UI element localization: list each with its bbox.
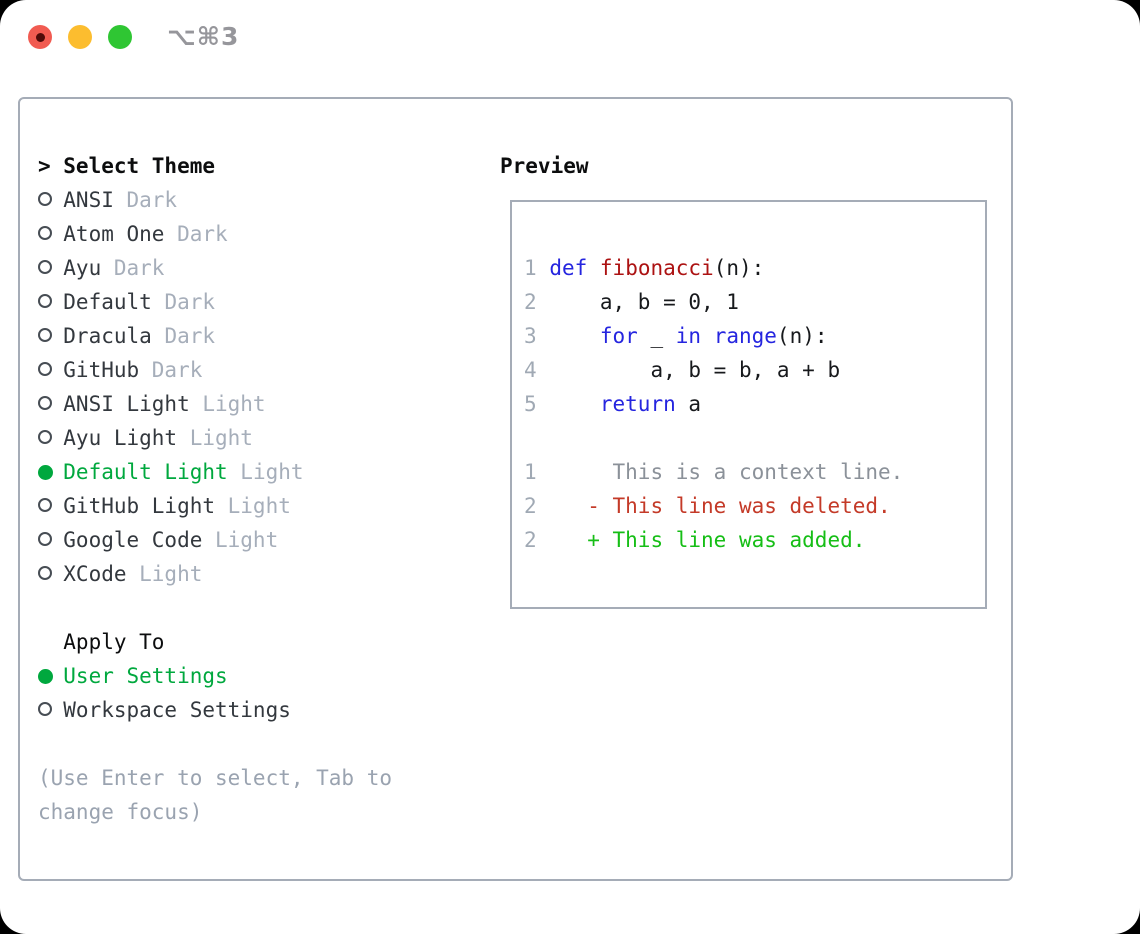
radio-ring xyxy=(38,498,52,512)
radio-icon xyxy=(38,251,63,285)
radio-icon xyxy=(38,387,63,421)
radio-icon xyxy=(38,693,63,727)
code-line: 5 return a xyxy=(524,392,702,416)
prompt-icon: > xyxy=(38,154,51,178)
option-tag: Dark xyxy=(151,324,216,348)
option-tag: Dark xyxy=(151,290,216,314)
option-label: User Settings xyxy=(63,664,228,688)
radio-ring xyxy=(38,260,52,274)
section-gap xyxy=(38,727,478,761)
theme-option-github-light[interactable]: GitHub Light Light xyxy=(38,489,478,523)
option-tag: Light xyxy=(215,494,291,518)
option-tag: Dark xyxy=(164,222,228,246)
apply-to-heading: Apply To xyxy=(38,625,478,659)
radio-ring xyxy=(38,702,52,716)
option-tag: Light xyxy=(177,426,253,450)
theme-option-dracula[interactable]: Dracula Dark xyxy=(38,319,478,353)
preview-heading: Preview xyxy=(500,154,589,178)
option-label: Ayu Light xyxy=(63,426,178,450)
radio-selected-dot xyxy=(38,669,53,684)
radio-icon xyxy=(38,489,63,523)
radio-icon xyxy=(38,285,63,319)
option-label: Dracula xyxy=(63,324,152,348)
radio-ring xyxy=(38,532,52,546)
close-button[interactable] xyxy=(28,25,52,49)
titlebar-traffic-lights xyxy=(28,25,132,49)
radio-icon xyxy=(38,557,63,591)
theme-option-google-code[interactable]: Google Code Light xyxy=(38,523,478,557)
apply-option-user-settings[interactable]: User Settings xyxy=(38,659,478,693)
minimize-button[interactable] xyxy=(68,25,92,49)
keyboard-hint: (Use Enter to select, Tab to change focu… xyxy=(38,766,393,824)
radio-ring xyxy=(38,192,52,206)
radio-icon xyxy=(38,217,63,251)
option-label: ANSI Light xyxy=(63,392,190,416)
radio-ring xyxy=(38,294,52,308)
radio-icon xyxy=(38,353,63,387)
radio-selected-icon xyxy=(38,659,63,693)
theme-option-ansi[interactable]: ANSI Dark xyxy=(38,183,478,217)
radio-ring xyxy=(38,226,52,240)
option-label: Ayu xyxy=(63,256,102,280)
code-line xyxy=(524,421,903,455)
option-tag: Light xyxy=(202,528,279,552)
theme-option-ayu-light[interactable]: Ayu Light Light xyxy=(38,421,478,455)
code-line: 1 def fibonacci(n): xyxy=(524,256,765,280)
code-line: 4 a, b = b, a + b xyxy=(524,358,841,382)
radio-ring xyxy=(38,566,52,580)
close-record-dot-icon xyxy=(35,32,45,42)
theme-option-ayu[interactable]: Ayu Dark xyxy=(38,251,478,285)
option-label: ANSI xyxy=(63,188,114,212)
window-title: ⌥⌘3 xyxy=(167,22,240,51)
apply-to-label: Apply To xyxy=(63,630,165,654)
option-tag: Light xyxy=(189,392,266,416)
code-line: 2 a, b = 0, 1 xyxy=(524,290,739,314)
theme-option-default-light[interactable]: Default Light Light xyxy=(38,455,478,489)
theme-option-github[interactable]: GitHub Dark xyxy=(38,353,478,387)
code-line: 3 for _ in range(n): xyxy=(524,324,828,348)
radio-ring xyxy=(38,430,52,444)
radio-selected-dot xyxy=(38,465,53,480)
select-theme-label: Select Theme xyxy=(63,154,215,178)
radio-icon xyxy=(38,523,63,557)
radio-ring xyxy=(38,362,52,376)
option-label: Default Light xyxy=(63,460,228,484)
theme-option-atom-one[interactable]: Atom One Dark xyxy=(38,217,478,251)
option-label: Default xyxy=(63,290,152,314)
option-label: Google Code xyxy=(63,528,203,552)
option-tag: Light xyxy=(126,562,203,586)
option-label: XCode xyxy=(63,562,127,586)
option-tag: Dark xyxy=(101,256,165,280)
option-label: GitHub xyxy=(63,358,140,382)
code-line: 2 + This line was added. xyxy=(524,528,866,552)
option-tag: Dark xyxy=(139,358,203,382)
radio-icon xyxy=(38,319,63,353)
option-label: Workspace Settings xyxy=(63,698,291,722)
option-label: Atom One xyxy=(63,222,165,246)
apply-option-workspace-settings[interactable]: Workspace Settings xyxy=(38,693,478,727)
theme-option-default[interactable]: Default Dark xyxy=(38,285,478,319)
code-line: 1 This is a context line. xyxy=(524,460,904,484)
preview-pane xyxy=(510,200,987,609)
radio-ring xyxy=(38,396,52,410)
option-tag: Dark xyxy=(113,188,178,212)
option-label: GitHub Light xyxy=(63,494,215,518)
preview-code: 1 def fibonacci(n): 2 a, b = 0, 1 3 for _ … xyxy=(524,251,903,557)
zoom-button[interactable] xyxy=(108,25,132,49)
section-gap xyxy=(38,591,478,625)
code-line: 2 - This line was deleted. xyxy=(524,494,891,518)
theme-option-ansi-light[interactable]: ANSI Light Light xyxy=(38,387,478,421)
radio-icon xyxy=(38,421,63,455)
radio-selected-icon xyxy=(38,455,63,489)
radio-icon xyxy=(38,183,63,217)
radio-ring xyxy=(38,328,52,342)
theme-option-xcode[interactable]: XCode Light xyxy=(38,557,478,591)
option-tag: Light xyxy=(227,460,304,484)
select-theme-heading: > Select Theme xyxy=(38,149,478,183)
